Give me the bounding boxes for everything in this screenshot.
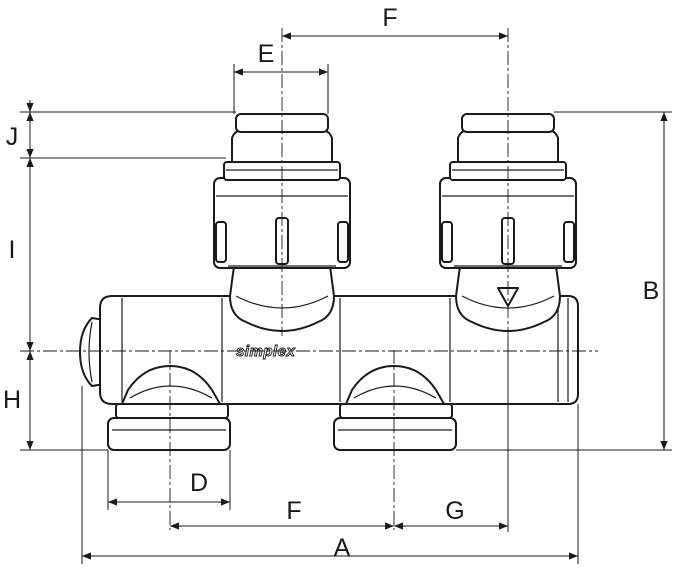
dim-label-d: D — [190, 469, 208, 497]
dim-label-g: G — [445, 497, 464, 525]
dim-label-i: I — [9, 236, 16, 264]
dimension-lines — [26, 32, 668, 560]
bottom-middle-outlet — [333, 365, 457, 451]
dim-label-b: B — [643, 277, 660, 305]
dim-label-a: A — [334, 534, 351, 562]
brand-logo-text: simplex — [236, 343, 296, 360]
dim-label-e: E — [258, 40, 275, 68]
dimension-labels: F E J I H B D F G A — [3, 4, 659, 562]
dim-label-f-top: F — [382, 4, 397, 32]
brand-logo: simplex — [236, 343, 296, 361]
valve-body — [79, 295, 579, 405]
bottom-left-outlet — [107, 365, 231, 451]
left-end-boss — [79, 317, 105, 387]
dim-label-j: J — [6, 123, 19, 151]
main-body — [99, 295, 579, 405]
dim-label-f-bottom: F — [286, 497, 301, 525]
dim-label-h: H — [3, 386, 21, 414]
